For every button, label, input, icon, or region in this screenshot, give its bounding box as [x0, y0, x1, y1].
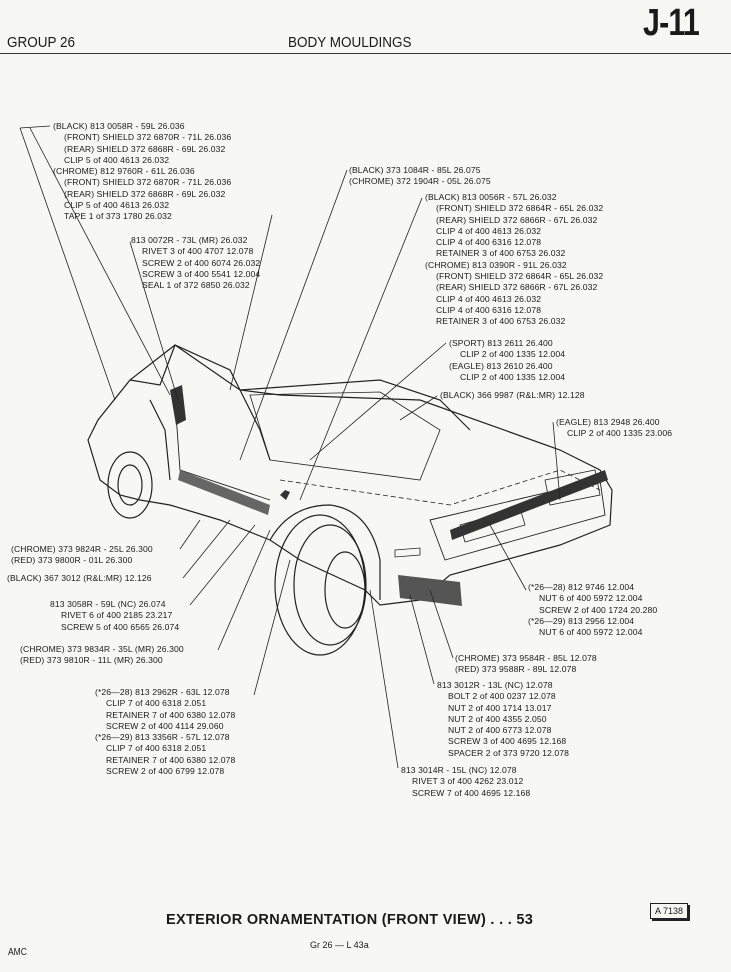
section-title: BODY MOULDINGS: [288, 34, 412, 51]
part-number-line: 813 3014R - 15L (NC) 12.078: [401, 765, 517, 775]
part-component-line: SCREW 2 of 400 1724 20.280: [539, 604, 658, 615]
part-number-line: 813 3012R - 13L (NC) 12.078: [437, 680, 553, 690]
part-number-line: (BLACK) 813 0056R - 57L 26.032: [425, 192, 557, 202]
leader-lines: [19, 125, 561, 769]
part-number-line: (CHROME) 373 9824R - 25L 26.300: [11, 544, 153, 554]
part-number-line: (SPORT) 813 2611 26.400: [449, 338, 553, 348]
part-component-line: RETAINER 3 of 400 6753 26.032: [436, 248, 566, 259]
part-component-line: NUT 6 of 400 5972 12.004: [539, 627, 643, 638]
part-number-line: (CHROME) 813 0390R - 91L 26.032: [425, 259, 567, 270]
part-component-line: (REAR) SHIELD 372 6868R - 69L 26.032: [64, 188, 226, 199]
page-code: J-11: [643, 2, 700, 44]
part-component-line: SCREW 3 of 400 4695 12.168: [448, 736, 567, 747]
part-number-line: (*26—28) 813 2962R - 63L 12.078: [95, 687, 230, 697]
brand-label: AMC: [8, 947, 27, 958]
part-number-line: (CHROME) 373 9584R - 85L 12.078: [455, 653, 597, 663]
part-component-line: CLIP 2 of 400 1335 12.004: [460, 349, 566, 360]
part-component-line: (FRONT) SHIELD 372 6870R - 71L 26.036: [64, 132, 232, 143]
part-component-line: SCREW 5 of 400 6565 26.074: [61, 621, 180, 632]
page-reference: Gr 26 — L 43a: [310, 940, 369, 950]
part-component-line: RETAINER 7 of 400 6380 12.078: [106, 754, 236, 765]
callout-c13: (BLACK) 367 3012 (R&L:MR) 12.126: [7, 573, 152, 584]
callout-c4: (BLACK) 813 0056R - 57L 26.032(FRONT) SH…: [425, 192, 603, 328]
part-number-line: (*26—28) 812 9746 12.004: [528, 582, 635, 592]
callout-c15: (CHROME) 373 9834R - 35L (MR) 26.300(RED…: [20, 644, 184, 667]
part-component-line: (REAR) SHIELD 372 6866R - 67L 26.032: [436, 282, 598, 293]
part-component-line: NUT 6 of 400 5972 12.004: [539, 593, 643, 604]
part-number-line: (RED) 373 9810R - 11L (MR) 26.300: [20, 655, 163, 666]
callout-c3: (BLACK) 373 1084R - 85L 26.075(CHROME) 3…: [349, 165, 491, 188]
part-component-line: (REAR) SHIELD 372 6866R - 67L 26.032: [436, 214, 598, 225]
part-component-line: SCREW 2 of 400 6799 12.078: [106, 766, 225, 777]
part-component-line: CLIP 5 of 400 4613 26.032: [64, 154, 170, 165]
part-component-line: CLIP 4 of 400 6316 12.078: [436, 237, 542, 248]
header-rule: [0, 53, 731, 54]
part-component-line: SCREW 7 of 400 4695 12.168: [412, 787, 531, 798]
part-component-line: (FRONT) SHIELD 372 6864R - 65L 26.032: [436, 203, 604, 214]
part-component-line: SEAL 1 of 372 6850 26.032: [142, 280, 250, 291]
part-component-line: NUT 2 of 400 4355 2.050: [448, 713, 547, 724]
part-number-line: (*26—29) 813 3356R - 57L 12.078: [95, 732, 230, 743]
part-number-line: (CHROME) 373 9834R - 35L (MR) 26.300: [20, 644, 184, 654]
part-component-line: RIVET 6 of 400 2185 23.217: [61, 610, 173, 621]
part-component-line: CLIP 5 of 400 4613 26.032: [64, 200, 170, 211]
part-component-line: CLIP 4 of 400 4613 26.032: [436, 225, 542, 236]
part-component-line: SPACER 2 of 373 9720 12.078: [448, 747, 570, 758]
part-number-line: (BLACK) 366 9987 (R&L:MR) 12.128: [440, 390, 585, 400]
part-component-line: (FRONT) SHIELD 372 6870R - 71L 26.036: [64, 177, 232, 188]
group-number: GROUP 26: [7, 34, 76, 51]
part-component-line: CLIP 2 of 400 1335 12.004: [460, 371, 566, 382]
part-number-line: (CHROME) 372 1904R - 05L 26.075: [349, 176, 491, 187]
callout-c9: (CHROME) 373 9584R - 85L 12.078(RED) 373…: [455, 653, 597, 676]
front-wheel: [269, 504, 381, 656]
part-number-line: (*26—29) 813 2956 12.004: [528, 615, 635, 626]
part-number-line: (BLACK) 813 0058R - 59L 26.036: [53, 121, 185, 131]
part-number-line: (EAGLE) 813 2948 26.400: [556, 417, 660, 427]
callout-c1: (BLACK) 813 0058R - 59L 26.036(FRONT) SH…: [53, 121, 231, 223]
part-number-line: (CHROME) 812 9760R - 61L 26.036: [53, 166, 195, 177]
part-component-line: CLIP 7 of 400 6318 2.051: [106, 743, 207, 754]
part-component-line: RIVET 3 of 400 4262 23.012: [412, 776, 524, 787]
part-component-line: CLIP 4 of 400 4613 26.032: [436, 293, 542, 304]
part-component-line: RIVET 3 of 400 4707 12.078: [142, 246, 254, 257]
part-component-line: RETAINER 7 of 400 6380 12.078: [106, 709, 236, 720]
part-component-line: BOLT 2 of 400 0237 12.078: [448, 691, 556, 702]
part-number-line: (BLACK) 367 3012 (R&L:MR) 12.126: [7, 573, 152, 583]
part-number-line: 813 0072R - 73L (MR) 26.032: [131, 235, 248, 245]
car-body-outline: [87, 344, 613, 606]
part-component-line: SCREW 3 of 400 5541 12.004: [142, 268, 261, 279]
callout-c6: (BLACK) 366 9987 (R&L:MR) 12.128: [440, 390, 585, 401]
part-component-line: RETAINER 3 of 400 6753 26.032: [436, 316, 566, 327]
part-component-line: CLIP 2 of 400 1335 23.006: [567, 428, 673, 439]
part-component-line: SCREW 2 of 400 4114 29.060: [106, 720, 224, 731]
part-number-line: 813 3058R - 59L (NC) 26.074: [50, 599, 166, 609]
figure-caption: EXTERIOR ORNAMENTATION (FRONT VIEW) . . …: [166, 912, 534, 928]
part-number-line: (RED) 373 9588R - 89L 12.078: [455, 664, 577, 675]
part-number-line: (BLACK) 373 1084R - 85L 26.075: [349, 165, 481, 175]
moulding-highlights: [170, 385, 608, 606]
rear-wheel: [107, 451, 153, 519]
figure-reference-box: A 7138: [650, 903, 689, 919]
part-component-line: CLIP 7 of 400 6318 2.051: [106, 698, 207, 709]
part-number-line: (RED) 373 9800R - 01L 26.300: [11, 555, 133, 566]
callout-c12: (CHROME) 373 9824R - 25L 26.300(RED) 373…: [11, 544, 153, 567]
part-component-line: SCREW 2 of 400 6074 26.032: [142, 257, 261, 268]
part-number-line: (EAGLE) 813 2610 26.400: [449, 360, 553, 371]
part-component-line: NUT 2 of 400 1714 13.017: [448, 702, 552, 713]
part-component-line: CLIP 4 of 400 6316 12.078: [436, 304, 542, 315]
part-component-line: TAPE 1 of 373 1780 26.032: [64, 211, 172, 222]
part-component-line: (FRONT) SHIELD 372 6864R - 65L 26.032: [436, 271, 604, 282]
part-component-line: NUT 2 of 400 6773 12.078: [448, 725, 552, 736]
part-component-line: (REAR) SHIELD 372 6868R - 69L 26.032: [64, 143, 226, 154]
